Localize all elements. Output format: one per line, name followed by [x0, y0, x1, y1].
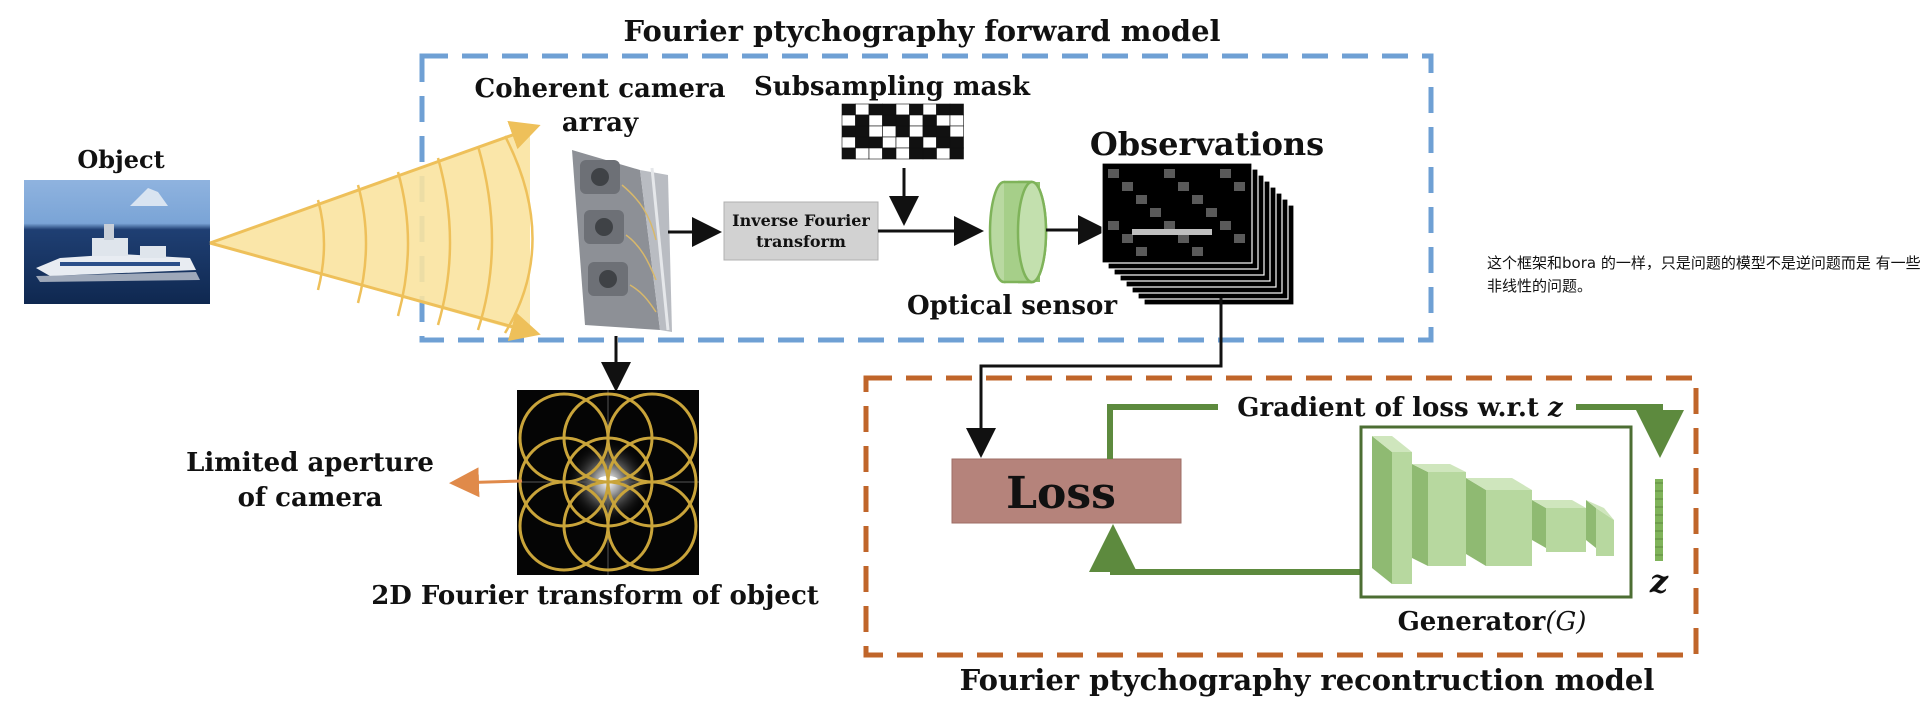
gradient-label: Gradient of loss w.r.t z: [1237, 393, 1564, 423]
latent-vector: [1655, 479, 1663, 561]
subsampling-mask: [841, 103, 964, 160]
ift-label-line1: Inverse Fourier: [732, 211, 870, 230]
latent-z-label: z: [1649, 562, 1669, 600]
aperture-arrow: [449, 467, 523, 498]
gradient-arrow-tail: [1576, 404, 1684, 458]
illumination-beam: [209, 120, 541, 342]
fourier-label: 2D Fourier transform of object: [371, 581, 819, 611]
reconstruction-model-border: [863, 375, 1699, 658]
fourier-spectrum-image: [517, 390, 699, 575]
observations-stack: [1101, 162, 1295, 306]
camera-array-image: [572, 150, 672, 332]
reconstruction-model-title: Fourier ptychography recontruction model: [960, 663, 1655, 697]
camera-label-line2: array: [562, 108, 639, 138]
ift-box: [723, 201, 879, 261]
gradient-arrow: [1107, 404, 1218, 459]
side-note: 这个框架和bora 的一样，只是问题的模型不是逆问题而是 有一些非线性的问题。: [1487, 254, 1921, 295]
object-label: Object: [77, 145, 164, 174]
object-image: [24, 180, 210, 304]
aperture-label-line1: Limited aperture: [186, 448, 434, 478]
generator-network: [1372, 436, 1614, 584]
generator-label: Generator(G): [1398, 607, 1587, 637]
aperture-label-line2: of camera: [238, 483, 383, 513]
ift-label-line2: transform: [756, 232, 846, 251]
mask-label: Subsampling mask: [754, 72, 1031, 102]
optical-sensor: [988, 180, 1048, 284]
camera-label-line1: Coherent camera: [475, 74, 726, 104]
forward-model-title: Fourier ptychography forward model: [623, 14, 1220, 48]
observations-label: Observations: [1090, 125, 1324, 163]
loss-box: [951, 458, 1182, 524]
observations-to-loss-arrow: [966, 298, 1223, 458]
sensor-label: Optical sensor: [907, 291, 1117, 321]
generator-to-loss-arrow: [1089, 524, 1360, 575]
loss-label: Loss: [1006, 468, 1116, 519]
